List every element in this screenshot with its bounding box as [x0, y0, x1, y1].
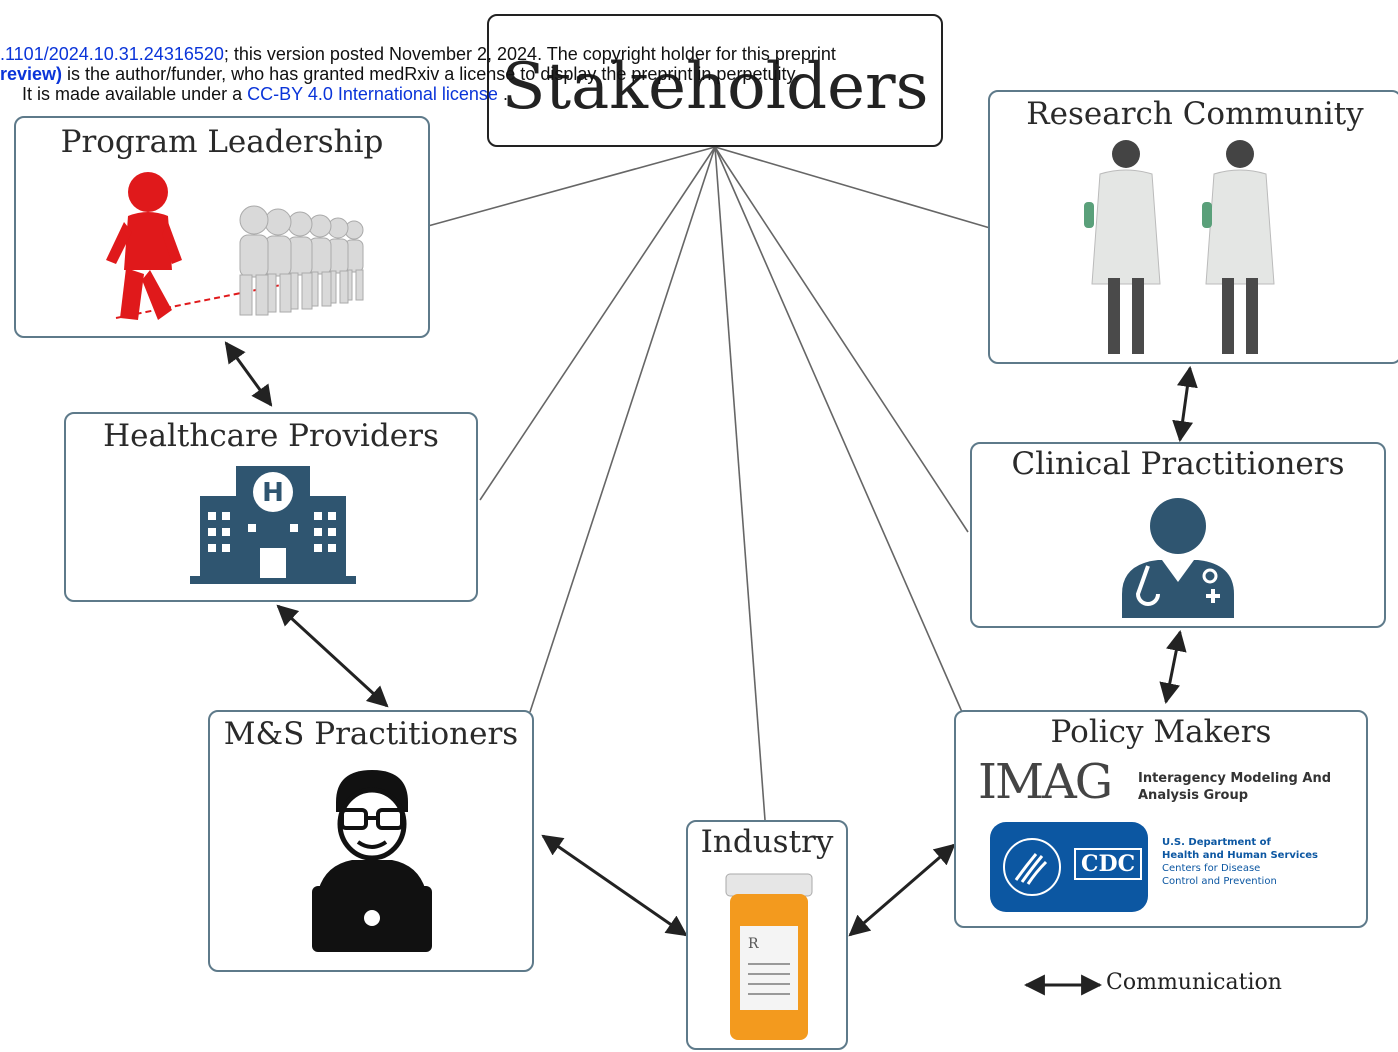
cdc-logo-text: CDC: [1074, 848, 1143, 880]
header-review-bold: review): [0, 64, 63, 84]
pill-bottle-icon: R: [725, 873, 813, 1040]
line-to-policy-makers: [714, 146, 963, 713]
scientist-female-icon: [1202, 140, 1275, 354]
stakeholders-box: Stakeholders: [487, 14, 943, 147]
doctor-icon: [1122, 498, 1234, 618]
research-community-title: Research Community: [1026, 96, 1364, 132]
hhs-eagle-icon: [1003, 838, 1061, 896]
header-line-1: .1101/2024.10.31.24316520; this version …: [0, 44, 836, 64]
imag-caption-line-2: Analysis Group: [1138, 788, 1249, 803]
line-to-research-community: [714, 146, 991, 229]
ms-practitioners-title: M&S Practitioners: [223, 716, 519, 752]
arrow-industry-policy: [848, 843, 956, 937]
policy-makers-title: Policy Makers: [1050, 714, 1272, 750]
hospital-icon: H: [190, 466, 356, 584]
arrow-healthcare-ms: [276, 604, 389, 708]
scientists-icon: [1084, 140, 1275, 354]
line-to-program-leadership: [427, 146, 716, 227]
hhs-cdc-logo: CDC: [990, 822, 1148, 912]
policy-makers-box: Policy Makers IMAG Interagency Modeling …: [954, 710, 1368, 928]
arrow-ms-industry: [541, 834, 688, 937]
healthcare-providers-box: Healthcare Providers H: [64, 412, 478, 602]
industry-title: Industry: [700, 824, 834, 860]
arrow-clinical-policy: [1159, 629, 1187, 705]
research-community-box: Research Community: [988, 90, 1398, 364]
leader-followers-icon: [106, 172, 364, 320]
hospital-letter: H: [262, 478, 284, 508]
clinical-practitioners-box: Clinical Practitioners: [970, 442, 1386, 628]
header-line-1-text: ; this version posted November 2, 2024. …: [223, 44, 836, 64]
arrow-leadership-healthcare: [224, 341, 273, 407]
legend-label: Communication: [1106, 970, 1282, 995]
header-line-3: It is made available under a CC-BY 4.0 I…: [0, 84, 836, 104]
stakeholder-lines: [427, 146, 991, 821]
healthcare-providers-title: Healthcare Providers: [103, 418, 439, 454]
imag-logo: IMAG: [978, 754, 1113, 810]
cdc-caption: U.S. Department of Health and Human Serv…: [1162, 836, 1318, 888]
license-link[interactable]: CC-BY 4.0 International license: [247, 84, 498, 104]
preprint-header: .1101/2024.10.31.24316520; this version …: [0, 44, 836, 104]
clinical-practitioners-title: Clinical Practitioners: [1011, 446, 1345, 482]
coder-laptop-icon: [312, 770, 432, 952]
header-line-3-end: .: [497, 84, 508, 104]
cdc-caption-line-2: Health and Human Services: [1162, 850, 1318, 861]
cdc-caption-line-1: U.S. Department of: [1162, 837, 1271, 848]
industry-box: Industry R: [686, 820, 848, 1050]
line-to-healthcare-providers: [479, 146, 716, 501]
rx-label: R: [748, 936, 759, 952]
line-to-clinical-practitioners: [714, 146, 969, 533]
communication-arrows: [224, 341, 1198, 996]
cdc-caption-line-4: Control and Prevention: [1162, 876, 1277, 887]
program-leadership-title: Program Leadership: [60, 124, 384, 160]
ms-practitioners-box: M&S Practitioners: [208, 710, 534, 972]
cdc-caption-line-3: Centers for Disease: [1162, 863, 1261, 874]
header-line-3-text: It is made available under a: [22, 84, 248, 104]
header-line-2: review) is the author/funder, who has gr…: [0, 64, 836, 84]
program-leadership-box: Program Leadership: [14, 116, 430, 338]
line-to-ms-practitioners: [529, 146, 716, 713]
line-to-industry: [714, 146, 766, 821]
stakeholders-title: Stakeholders: [501, 50, 929, 124]
header-line-2-text: is the author/funder, who has granted me…: [62, 64, 800, 84]
doi-link[interactable]: .1101/2024.10.31.24316520: [0, 44, 224, 64]
scientist-male-icon: [1084, 140, 1161, 354]
imag-caption-line-1: Interagency Modeling And: [1138, 771, 1332, 786]
imag-caption: Interagency Modeling And Analysis Group: [1138, 770, 1331, 804]
arrow-research-clinical: [1172, 365, 1198, 443]
